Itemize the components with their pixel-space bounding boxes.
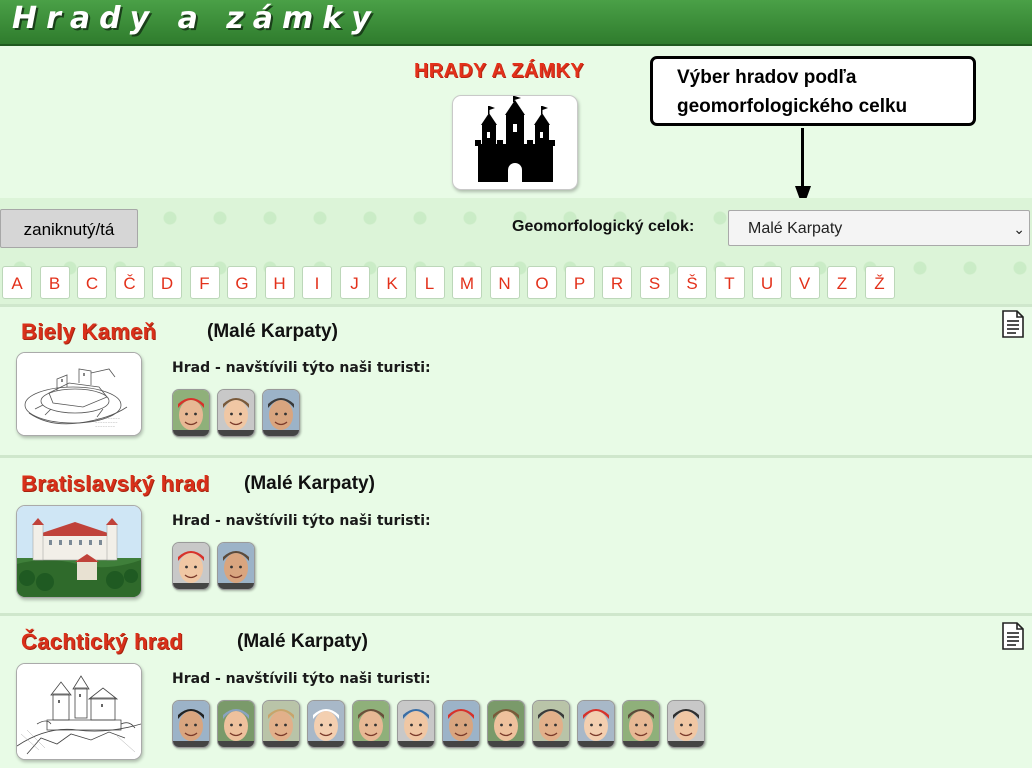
visitor-avatar[interactable] — [262, 389, 300, 437]
visitor-avatar[interactable] — [217, 542, 255, 590]
letter-link[interactable]: F — [189, 266, 220, 299]
letter-link[interactable]: J — [339, 266, 370, 299]
visitor-avatar[interactable] — [217, 389, 255, 437]
callout-line-1: Výber hradov podľa — [677, 67, 857, 88]
visitor-avatar[interactable] — [262, 700, 300, 748]
letter-link[interactable]: I — [302, 266, 332, 299]
castle-name[interactable]: Biely Kameň — [21, 319, 157, 344]
castle-thumbnail[interactable]: ~~~~~~~~~~~~~~~~~~~~~~~~~~~ — [16, 352, 142, 436]
visitor-avatar[interactable] — [307, 700, 345, 748]
letter-link[interactable]: P — [564, 266, 595, 299]
castle-sketch-1: ~~~~~~~~~~~~~~~~~~~~~~~~~~~ — [17, 353, 141, 435]
svg-text:~~~~~~~~: ~~~~~~~~ — [95, 424, 116, 428]
letter-link[interactable]: M — [452, 266, 482, 299]
visitor-avatar[interactable] — [577, 700, 615, 748]
letter-link[interactable]: Š — [677, 266, 707, 299]
letter-link[interactable]: T — [714, 266, 745, 299]
visitor-avatar[interactable] — [217, 700, 255, 748]
geo-select[interactable]: Malé Karpaty ⌄ — [728, 210, 1030, 246]
letter-link[interactable]: C — [77, 266, 107, 299]
visited-label: Hrad - navštívili týto naši turisti: — [172, 671, 431, 687]
letter-link[interactable]: O — [527, 266, 557, 299]
visitor-avatar[interactable] — [667, 700, 705, 748]
zaniknuty-button[interactable]: zaniknutý/tá — [0, 209, 138, 248]
castle-sketch-3 — [17, 664, 141, 759]
letter-link[interactable]: H — [264, 266, 295, 299]
site-title[interactable]: Hrady a zámky — [12, 1, 380, 36]
letter-link[interactable]: S — [639, 266, 670, 299]
svg-text:~~~~~~~~~: ~~~~~~~~~ — [95, 420, 118, 424]
castle-card: Čachtický hrad (Malé Karpaty) Hrad - nav… — [0, 613, 1032, 768]
visitor-avatar[interactable] — [442, 700, 480, 748]
letter-link[interactable]: Č — [114, 266, 145, 299]
document-icon[interactable] — [1001, 310, 1025, 338]
letter-link[interactable]: Z — [827, 266, 857, 299]
letter-link[interactable]: L — [414, 266, 445, 299]
castle-card: Biely Kameň (Malé Karpaty) ~~~~~~~~~~~~~… — [0, 304, 1032, 455]
visitor-avatar[interactable] — [172, 389, 210, 437]
visitor-avatar[interactable] — [397, 700, 435, 748]
letter-link[interactable]: K — [377, 266, 407, 299]
callout-box: Výber hradov podľa geomorfologického cel… — [650, 56, 976, 126]
geo-select-value: Malé Karpaty — [748, 220, 843, 237]
chevron-down-icon: ⌄ — [1013, 221, 1025, 237]
letter-link[interactable]: Ž — [864, 266, 895, 299]
document-icon[interactable] — [1001, 622, 1025, 650]
header-bar: Hrady a zámky — [0, 0, 1032, 46]
visited-label: Hrad - navštívili týto naši turisti: — [172, 513, 431, 529]
visitor-avatar[interactable] — [172, 542, 210, 590]
letter-link[interactable]: G — [227, 266, 257, 299]
castle-region: (Malé Karpaty) — [244, 473, 375, 494]
visitor-avatar[interactable] — [172, 700, 210, 748]
letter-link[interactable]: R — [602, 266, 632, 299]
castle-thumbnail[interactable] — [16, 663, 142, 760]
castle-thumbnail[interactable] — [16, 505, 142, 598]
castle-region: (Malé Karpaty) — [207, 321, 338, 342]
geo-label: Geomorfologický celok: — [512, 218, 695, 235]
visited-label: Hrad - navštívili týto naši turisti: — [172, 360, 431, 376]
letter-link[interactable]: U — [752, 266, 782, 299]
visitor-avatar[interactable] — [352, 700, 390, 748]
letter-link[interactable]: D — [152, 266, 182, 299]
visitor-avatar[interactable] — [622, 700, 660, 748]
visitor-avatar[interactable] — [532, 700, 570, 748]
castle-card: Bratislavský hrad (Malé Karpaty) Hrad - … — [0, 455, 1032, 613]
castle-icon-graphic — [475, 94, 555, 182]
visitor-avatar[interactable] — [487, 700, 525, 748]
castle-icon — [452, 94, 578, 190]
svg-text:~~~~~~~~~~: ~~~~~~~~~~ — [95, 416, 121, 420]
callout-line-2: geomorfologického celku — [677, 96, 908, 117]
castle-region: (Malé Karpaty) — [237, 631, 368, 652]
castle-name[interactable]: Bratislavský hrad — [21, 471, 210, 496]
letter-link[interactable]: N — [489, 266, 520, 299]
letter-link[interactable]: V — [789, 266, 820, 299]
castle-painting-2 — [17, 506, 141, 597]
castle-name[interactable]: Čachtický hrad — [21, 629, 183, 654]
page-title: HRADY A ZÁMKY — [414, 60, 584, 82]
letter-link[interactable]: A — [2, 266, 32, 299]
callout-arrow — [801, 128, 804, 188]
letter-link[interactable]: B — [39, 266, 70, 299]
